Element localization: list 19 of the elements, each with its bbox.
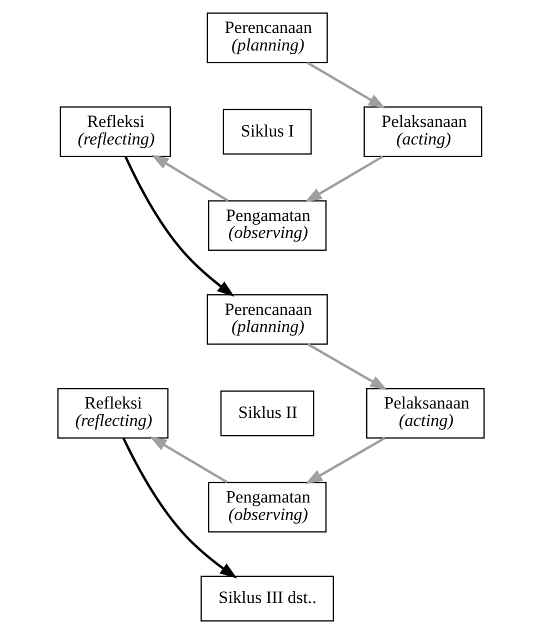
arrow	[304, 437, 385, 484]
arrow	[306, 343, 387, 390]
node-box: Refleksi (reflecting)	[56, 388, 168, 439]
node-box: Perencanaan (planning)	[206, 294, 328, 345]
node-box: Pengamatan (observing)	[208, 200, 326, 251]
arrow	[148, 436, 228, 484]
arrow	[150, 154, 228, 202]
node-box: Pengamatan (observing)	[208, 482, 326, 533]
node-box: Refleksi (reflecting)	[59, 106, 170, 158]
arrow	[124, 156, 234, 297]
node-box: Pelaksanaan (acting)	[366, 388, 484, 439]
arrow	[306, 62, 386, 109]
arrow	[122, 438, 237, 579]
arrow	[304, 155, 383, 202]
node-box: Siklus I	[222, 108, 312, 155]
node-box: Siklus II	[220, 390, 314, 436]
node-box: Siklus III dst..	[200, 576, 334, 622]
node-box: Pelaksanaan (acting)	[363, 106, 482, 158]
node-box: Perencanaan (planning)	[206, 12, 328, 64]
